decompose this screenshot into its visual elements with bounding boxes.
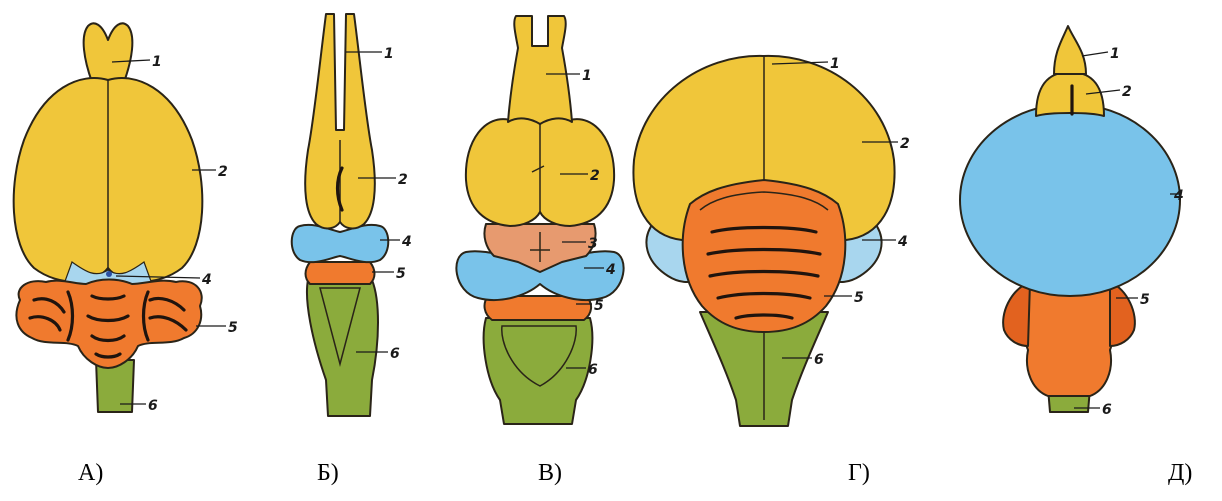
panel-d-label-5: 5 xyxy=(1140,292,1150,308)
panel-b-label-1: 1 xyxy=(384,46,394,62)
panel-b-midbrain xyxy=(292,225,389,262)
panel-c-brain xyxy=(456,16,623,424)
caption-b: Б) xyxy=(317,460,339,486)
panel-d-olfactory-lobe xyxy=(1054,26,1086,74)
panel-a-olfactory-lobes xyxy=(84,23,133,82)
panel-b-label-6: 6 xyxy=(390,346,400,362)
panel-g-label-6: 6 xyxy=(814,352,824,368)
panel-c-label-2: 2 xyxy=(590,168,600,184)
panel-c-label-1: 1 xyxy=(582,68,592,84)
panel-b-medulla xyxy=(307,280,378,416)
panel-g-label-2: 2 xyxy=(900,136,910,152)
panel-b-label-2: 2 xyxy=(398,172,408,188)
caption-d: Д) xyxy=(1168,460,1192,486)
panel-d-label-2: 2 xyxy=(1122,84,1132,100)
panel-b-label-5: 5 xyxy=(396,266,406,282)
panel-c-label-4: 4 xyxy=(605,262,616,278)
panel-g-label-1: 1 xyxy=(830,56,840,72)
panel-a-brain xyxy=(14,23,203,412)
panel-captions: А) Б) В) Г) Д) xyxy=(78,460,1192,486)
panel-d-label-6: 6 xyxy=(1102,402,1112,418)
panel-a-label-6: 6 xyxy=(148,398,158,414)
panel-a-label-1: 1 xyxy=(152,54,162,70)
panel-a-pineal-dot xyxy=(106,271,112,277)
panel-d-midbrain xyxy=(960,104,1180,296)
panel-a-label-5: 5 xyxy=(228,320,238,336)
caption-c: В) xyxy=(538,460,562,486)
panel-d-side-lobe-left xyxy=(1003,282,1030,346)
panel-b-brain xyxy=(292,14,389,416)
panel-c-label-6: 6 xyxy=(588,362,598,378)
panel-g-brain xyxy=(633,56,894,426)
panel-c-olfactory-lobes xyxy=(508,16,572,124)
panel-c-label-3: 3 xyxy=(588,236,598,252)
panel-b-labels: 1 2 4 5 6 xyxy=(384,46,412,362)
panel-a-label-4: 4 xyxy=(201,272,212,288)
panel-d-brain xyxy=(960,26,1180,412)
panel-a-label-2: 2 xyxy=(218,164,228,180)
panel-a-cerebellum xyxy=(16,280,201,369)
caption-a: А) xyxy=(78,460,103,486)
caption-g: Г) xyxy=(848,460,870,486)
panel-b-cerebellum xyxy=(306,262,375,284)
panel-d-label-4: 4 xyxy=(1173,188,1184,204)
panel-d-forebrain xyxy=(1036,72,1104,116)
panel-c-label-5: 5 xyxy=(594,298,604,314)
panel-b-label-4: 4 xyxy=(401,234,412,250)
panel-g-label-5: 5 xyxy=(854,290,864,306)
panel-g-label-4: 4 xyxy=(897,234,908,250)
panel-g-cerebellum xyxy=(683,180,846,332)
panel-d-label-1: 1 xyxy=(1110,46,1120,62)
